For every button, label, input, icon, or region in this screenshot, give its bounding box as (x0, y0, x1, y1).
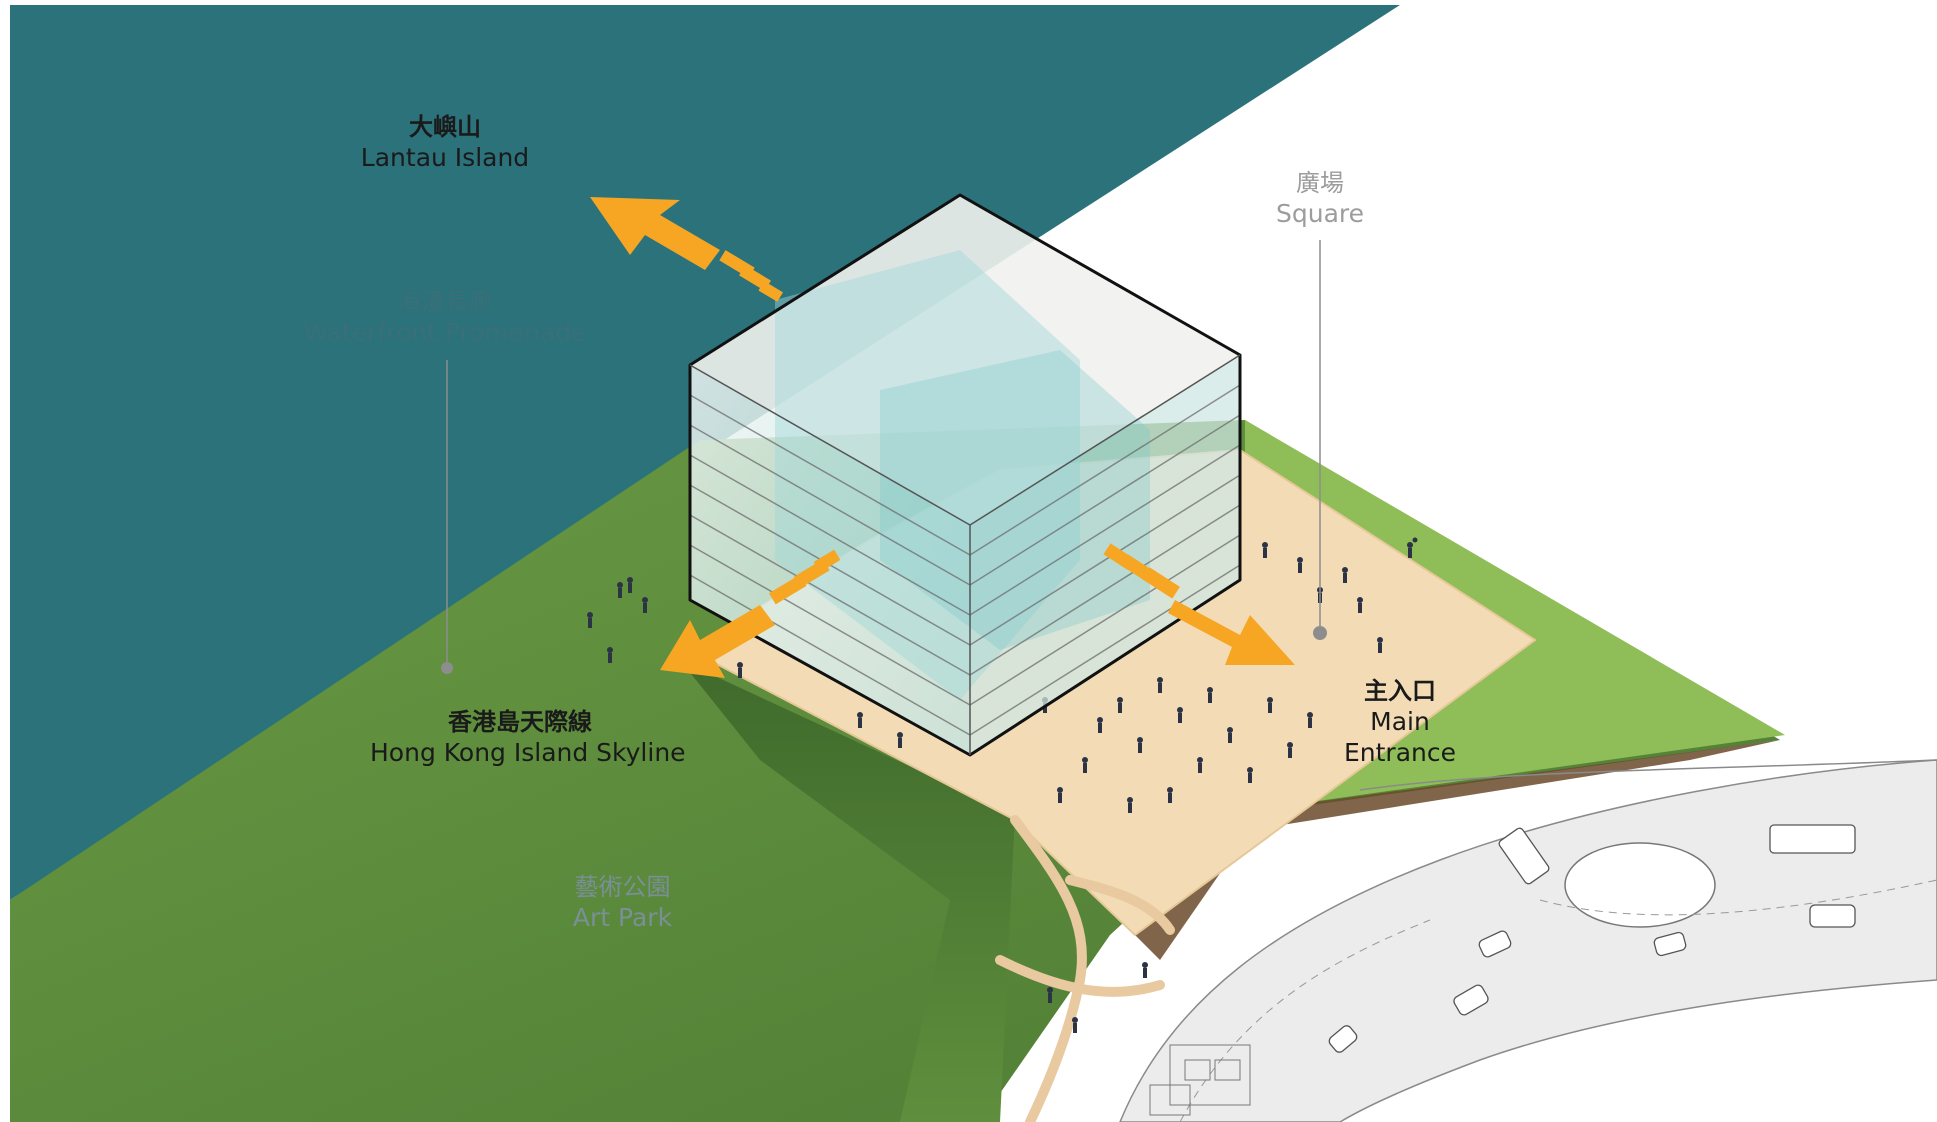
view-arrow-skyline (660, 549, 841, 678)
cliff-edge (680, 660, 1780, 1122)
label-art-park: 藝術公園 Art Park (550, 872, 695, 933)
footpaths (995, 815, 1175, 1122)
leader-line-square (1313, 240, 1327, 640)
leader-line-waterfront (441, 360, 453, 674)
label-lantau-zh: 大嶼山 (409, 113, 481, 141)
label-lantau-island: 大嶼山 Lantau Island (345, 112, 545, 173)
label-square-zh: 廣場 (1296, 169, 1344, 197)
road-roundabout (1119, 759, 1937, 1122)
label-hong-kong-skyline: 香港島天際線 Hong Kong Island Skyline (370, 707, 686, 768)
label-skyline-en: Hong Kong Island Skyline (370, 738, 686, 767)
label-square: 廣場 Square (1260, 168, 1380, 229)
label-square-en: Square (1275, 199, 1364, 228)
label-entrance-zh: 主入口 (1364, 677, 1436, 705)
label-artpark-zh: 藝術公園 (574, 873, 671, 901)
label-entrance-en2: Entrance (1343, 738, 1456, 768)
label-artpark-en: Art Park (572, 903, 673, 932)
view-arrow-lantau (590, 197, 784, 302)
label-waterfront-en: Waterfront Promenade (303, 318, 587, 347)
label-main-entrance: 主入口 Main Entrance (1330, 676, 1470, 769)
label-entrance-en: Main (1370, 707, 1430, 736)
label-lantau-en: Lantau Island (360, 143, 530, 172)
label-waterfront-promenade: 海濱長廊 Waterfront Promenade (300, 287, 590, 348)
vehicles (1328, 824, 1856, 1053)
view-arrow-entrance (1103, 543, 1295, 665)
label-skyline-zh: 香港島天際線 (448, 708, 592, 736)
label-waterfront-zh: 海濱長廊 (397, 288, 493, 316)
